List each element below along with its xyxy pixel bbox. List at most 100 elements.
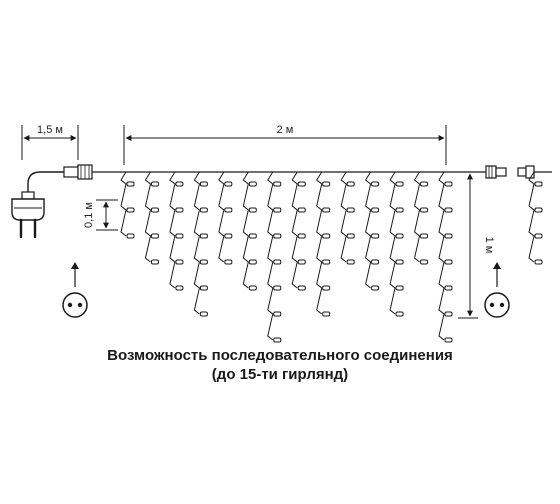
drop-wire (528, 171, 535, 263)
icicle-drop (340, 171, 355, 265)
bulb-icon (126, 207, 135, 213)
icicle-drop (169, 171, 184, 291)
drop-wire (120, 171, 127, 237)
bulb-icon (273, 259, 282, 265)
bulb-icon (248, 207, 257, 213)
bulb-icon (534, 207, 543, 213)
bulb-icon (199, 207, 208, 213)
bulb-icon (175, 207, 184, 213)
bulb-icon (534, 259, 543, 265)
bulb-icon (224, 259, 233, 265)
drop-wire (267, 171, 274, 341)
drop-wire (340, 171, 347, 263)
width-dimension: 2 м (123, 124, 447, 165)
icicle-drop (413, 171, 429, 265)
drop-wire (193, 171, 200, 315)
bulb-icon (297, 207, 306, 213)
caption-line-1: Возможность последовательного соединения (107, 347, 453, 364)
icicle-drop (438, 171, 453, 343)
drop-wire (218, 171, 225, 263)
icicle-drop (218, 171, 233, 265)
drop-wire (364, 171, 372, 289)
bulb-icon (395, 207, 404, 213)
drop-wire (413, 171, 421, 263)
bulb-icon (199, 233, 208, 239)
bulb-icon (444, 233, 453, 239)
bulb-icon (175, 285, 184, 291)
icicle-drop (144, 171, 159, 265)
bulb-icon (322, 311, 331, 317)
output-connector-icon (485, 165, 507, 179)
bulb-icon (322, 285, 331, 291)
bulb-icon (273, 181, 282, 187)
bulb-icon (273, 207, 282, 213)
icicle-drop (364, 171, 380, 291)
connector-icon (63, 164, 124, 180)
bulb-icon (371, 233, 380, 239)
icicle-drop (242, 171, 257, 291)
bulb-icon (444, 285, 453, 291)
bulb-icon (175, 181, 184, 187)
drop-wire (242, 171, 249, 289)
drop-wire (438, 171, 445, 341)
bulb-icon (346, 207, 355, 213)
bulb-icon (297, 233, 306, 239)
cable-length-dimension: 1,5 м (21, 124, 79, 160)
arrow-up-icon (493, 262, 501, 287)
bulb-spacing-label: 0,1 м (83, 202, 95, 228)
bulb-icon (371, 285, 380, 291)
bulb-icon (395, 259, 404, 265)
arrow-up-icon (71, 262, 79, 287)
bulb-icon (273, 337, 282, 343)
bulb-icon (346, 233, 355, 239)
bulb-icon (395, 233, 404, 239)
bulb-icon (175, 259, 184, 265)
bulb-icon (248, 181, 257, 187)
drop-wire (389, 171, 396, 315)
euro-plug-icon (11, 171, 64, 239)
icicle-drop (291, 171, 306, 291)
bulb-icon (199, 285, 208, 291)
bulb-icon (346, 181, 355, 187)
bulb-icon (346, 259, 355, 265)
icicle-drop (193, 171, 208, 317)
caption-line-2: (до 15-ти гирлянд) (211, 366, 349, 383)
bulb-icon (322, 259, 331, 265)
bulb-icon (322, 181, 331, 187)
bulb-icon (371, 181, 380, 187)
bulb-icon (248, 233, 257, 239)
bulb-icon (534, 233, 543, 239)
bulb-icon (175, 233, 184, 239)
bulb-icon (420, 207, 429, 213)
bulb-icon (322, 233, 331, 239)
drop-wire (291, 171, 298, 289)
bulb-icon (395, 285, 404, 291)
bulb-icon (444, 259, 453, 265)
drop-wire (169, 171, 176, 289)
bulb-icon (199, 311, 208, 317)
bulb-icon (199, 259, 208, 265)
extension-connector-icon (517, 165, 552, 179)
drop-wire (144, 171, 152, 263)
icicle-drop (389, 171, 404, 317)
bulb-icon (150, 259, 159, 265)
bulb-icon (420, 259, 429, 265)
bulb-icon (371, 259, 380, 265)
cable-length-label: 1,5 м (37, 124, 63, 136)
bulb-icon (395, 181, 404, 187)
bulb-icon (224, 181, 233, 187)
icicle-drop (528, 171, 543, 265)
bulb-icon (150, 207, 159, 213)
bulb-icon (444, 207, 453, 213)
bulb-icon (420, 233, 429, 239)
icicle-drop (120, 171, 135, 239)
bulb-icon (224, 233, 233, 239)
socket-icon (484, 292, 510, 318)
extension-drops (528, 171, 543, 265)
drop-length-label: 1 м (483, 237, 495, 254)
bulb-icon (150, 233, 159, 239)
socket-icon (62, 292, 88, 318)
bulb-icon (150, 181, 159, 187)
bulb-icon (444, 311, 453, 317)
